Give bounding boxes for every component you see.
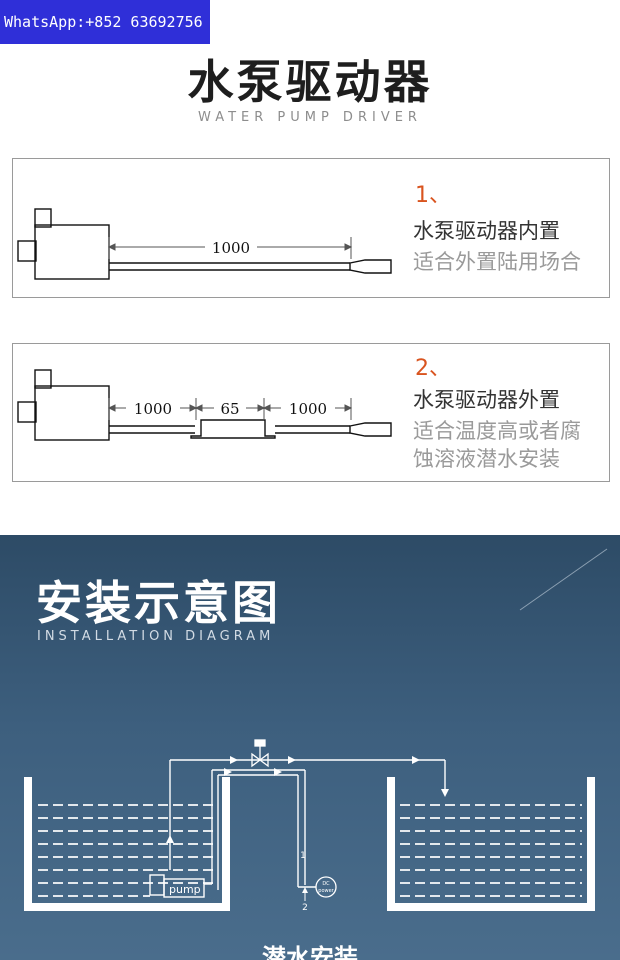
driver-box [190,419,276,439]
watermark-badge: WhatsApp:+852 63692756 [0,0,210,44]
pump-label: pump [169,883,201,896]
dimension-label: 1000 [289,400,327,418]
option-description: 蚀溶液潜水安装 [413,447,560,471]
pump-body [34,224,110,280]
flow-arrow-icon [274,768,282,776]
option-description: 适合温度高或者腐 [413,419,581,443]
page-subtitle: WATER PUMP DRIVER [198,110,422,125]
option-panel-external: 1000 65 1000 2、 水泵驱动器外置 适合温度高或者腐 蚀溶液潜水安装 [12,343,610,482]
pump-icon [149,770,219,898]
pump-body [34,385,110,441]
installation-subtitle: INSTALLATION DIAGRAM [37,629,275,644]
wire-mark: 1 [300,851,306,861]
decorative-light-streak [519,548,608,611]
option-panel-internal: 1000 1、 水泵驱动器内置 适合外置陆用场合 [12,158,610,298]
dimension-label: 1000 [212,239,250,257]
dimension-label: 1000 [134,400,172,418]
cable-plug [349,259,392,274]
right-tank [387,777,595,911]
dc-power-icon [315,876,337,898]
pump-top-cap [34,369,52,389]
flow-arrow-icon [224,768,232,776]
power-label: power [318,888,334,894]
option-title: 水泵驱动器外置 [413,388,560,412]
flow-arrow-icon [288,756,296,764]
cable-plug [349,422,392,437]
flow-arrow-icon [412,756,420,764]
pump-internal-drawing: 1000 [17,208,392,280]
option-description: 适合外置陆用场合 [413,250,581,274]
water-pipe [169,759,446,888]
installation-title: 安装示意图 [36,576,281,630]
flow-arrow-icon [230,756,238,764]
arrow-up-icon [302,887,308,893]
wire-mark: 2 [302,903,308,913]
flow-arrow-icon [166,835,174,843]
flow-arrow-icon [441,789,449,797]
left-tank [24,777,230,911]
installation-caption: 潜水安装 [262,944,358,960]
option-number: 1、 [415,183,451,208]
installation-diagram: pump [24,548,608,913]
option-title: 水泵驱动器内置 [413,219,560,243]
pump-outlet [17,401,37,423]
pump-outlet [17,240,37,262]
pump-external-drawing: 1000 65 1000 [17,369,392,441]
installation-section: 安装示意图 INSTALLATION DIAGRAM [0,535,620,960]
page-title: 水泵驱动器 [187,55,433,109]
pump-top-cap [34,208,52,228]
option-number: 2、 [415,356,451,381]
dc-label: DC [322,881,330,887]
dimension-label: 65 [220,400,239,418]
valve-icon [251,739,269,768]
